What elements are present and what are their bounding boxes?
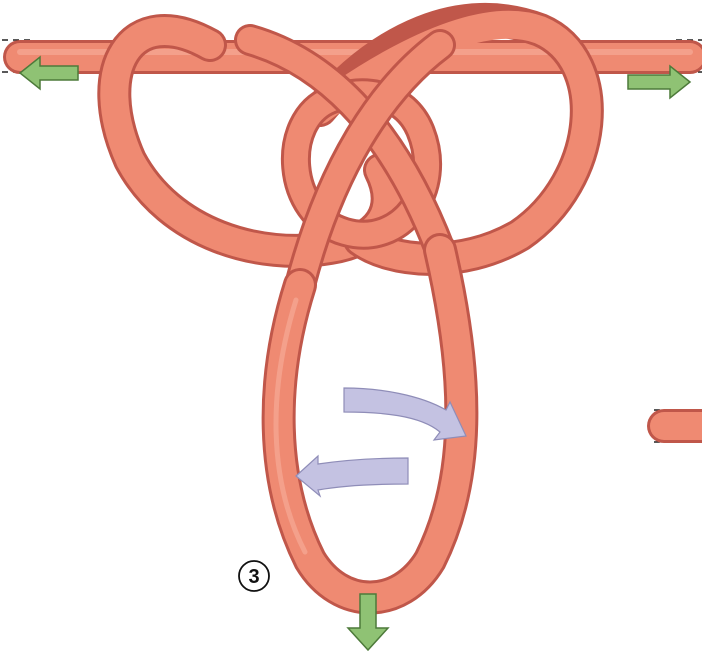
- arrow-right-icon: [627, 64, 692, 100]
- rope-crossing-strands: [234, 24, 456, 301]
- arrow-down-icon: [346, 593, 390, 652]
- curved-arrow-right-icon: [343, 387, 467, 441]
- arrow-left-icon: [18, 55, 79, 91]
- step-number-label: 3: [248, 566, 259, 588]
- curved-arrow-left-icon: [295, 454, 409, 498]
- step-number: 3: [238, 560, 270, 592]
- rope: [3, 2, 702, 615]
